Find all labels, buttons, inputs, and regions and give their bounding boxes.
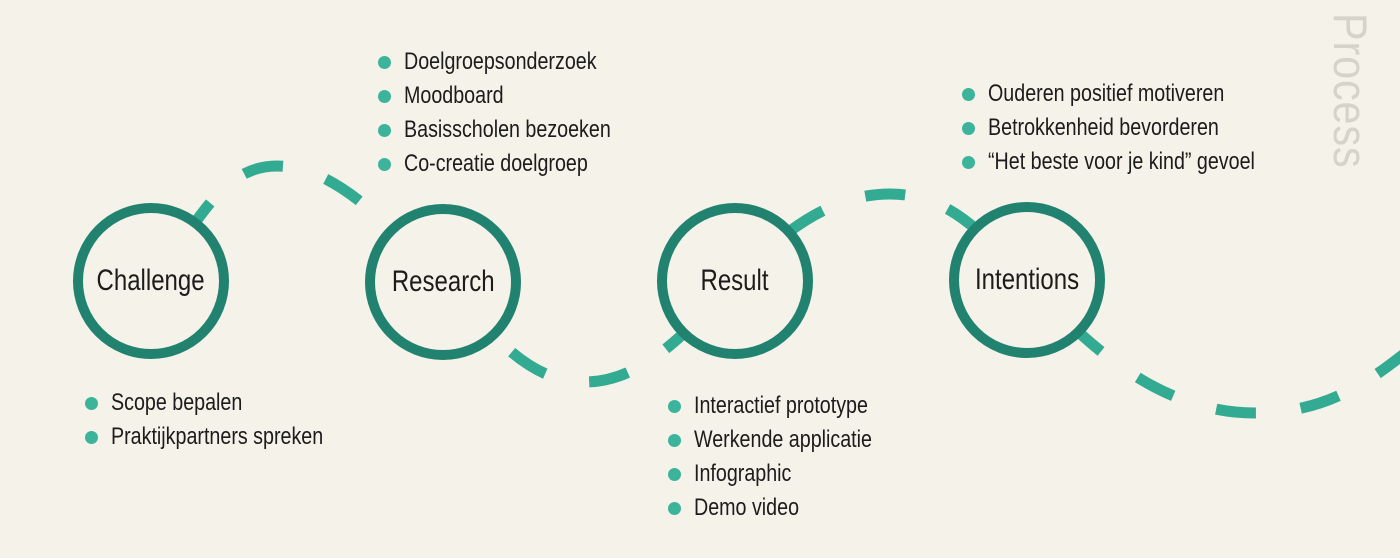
list-item: Interactief prototype [668,389,911,423]
list-item: “Het beste voor je kind” gevoel [962,145,1314,179]
bullet-dot-icon [962,87,975,101]
list-item: Co-creatie doelgroep [378,147,656,181]
intentions-bullet-list: Ouderen positief motiveren Betrokkenheid… [962,77,1314,179]
challenge-bullet-list: Scope bepalen Praktijkpartners spreken [85,386,370,454]
process-watermark-label: Process [1324,13,1377,169]
list-item: Praktijkpartners spreken [85,420,370,454]
bullet-dot-icon [378,123,391,137]
stage-label-challenge: Challenge [96,264,206,297]
stage-circle-research [365,204,521,360]
bullet-dot-icon [668,433,681,447]
list-item: Basisscholen bezoeken [378,113,656,147]
bullet-dot-icon [962,121,975,135]
bullet-dot-icon [378,89,391,103]
stage-circle-result [657,203,813,359]
result-bullet-list: Interactief prototype Werkende applicati… [668,389,911,525]
research-bullet-list: Doelgroepsonderzoek Moodboard Basisschol… [378,45,656,181]
bullet-dot-icon [85,396,98,410]
bullet-dot-icon [378,157,391,171]
stage-circle-challenge [73,203,229,359]
stage-label-research: Research [391,265,495,298]
list-item: Betrokkenheid bevorderen [962,111,1314,145]
bullet-dot-icon [668,501,681,515]
stage-label-intentions: Intentions [974,263,1080,296]
list-item: Werkende applicatie [668,423,911,457]
list-item: Demo video [668,491,911,525]
list-item: Scope bepalen [85,386,370,420]
bullet-dot-icon [668,467,681,481]
bullet-dot-icon [378,55,391,69]
bullet-dot-icon [962,155,975,169]
list-item: Moodboard [378,79,656,113]
list-item: Doelgroepsonderzoek [378,45,656,79]
stage-circle-intentions [949,202,1105,358]
bullet-dot-icon [85,430,98,444]
list-item: Infographic [668,457,911,491]
stage-label-result: Result [700,264,770,297]
list-item: Ouderen positief motiveren [962,77,1314,111]
bullet-dot-icon [668,399,681,413]
